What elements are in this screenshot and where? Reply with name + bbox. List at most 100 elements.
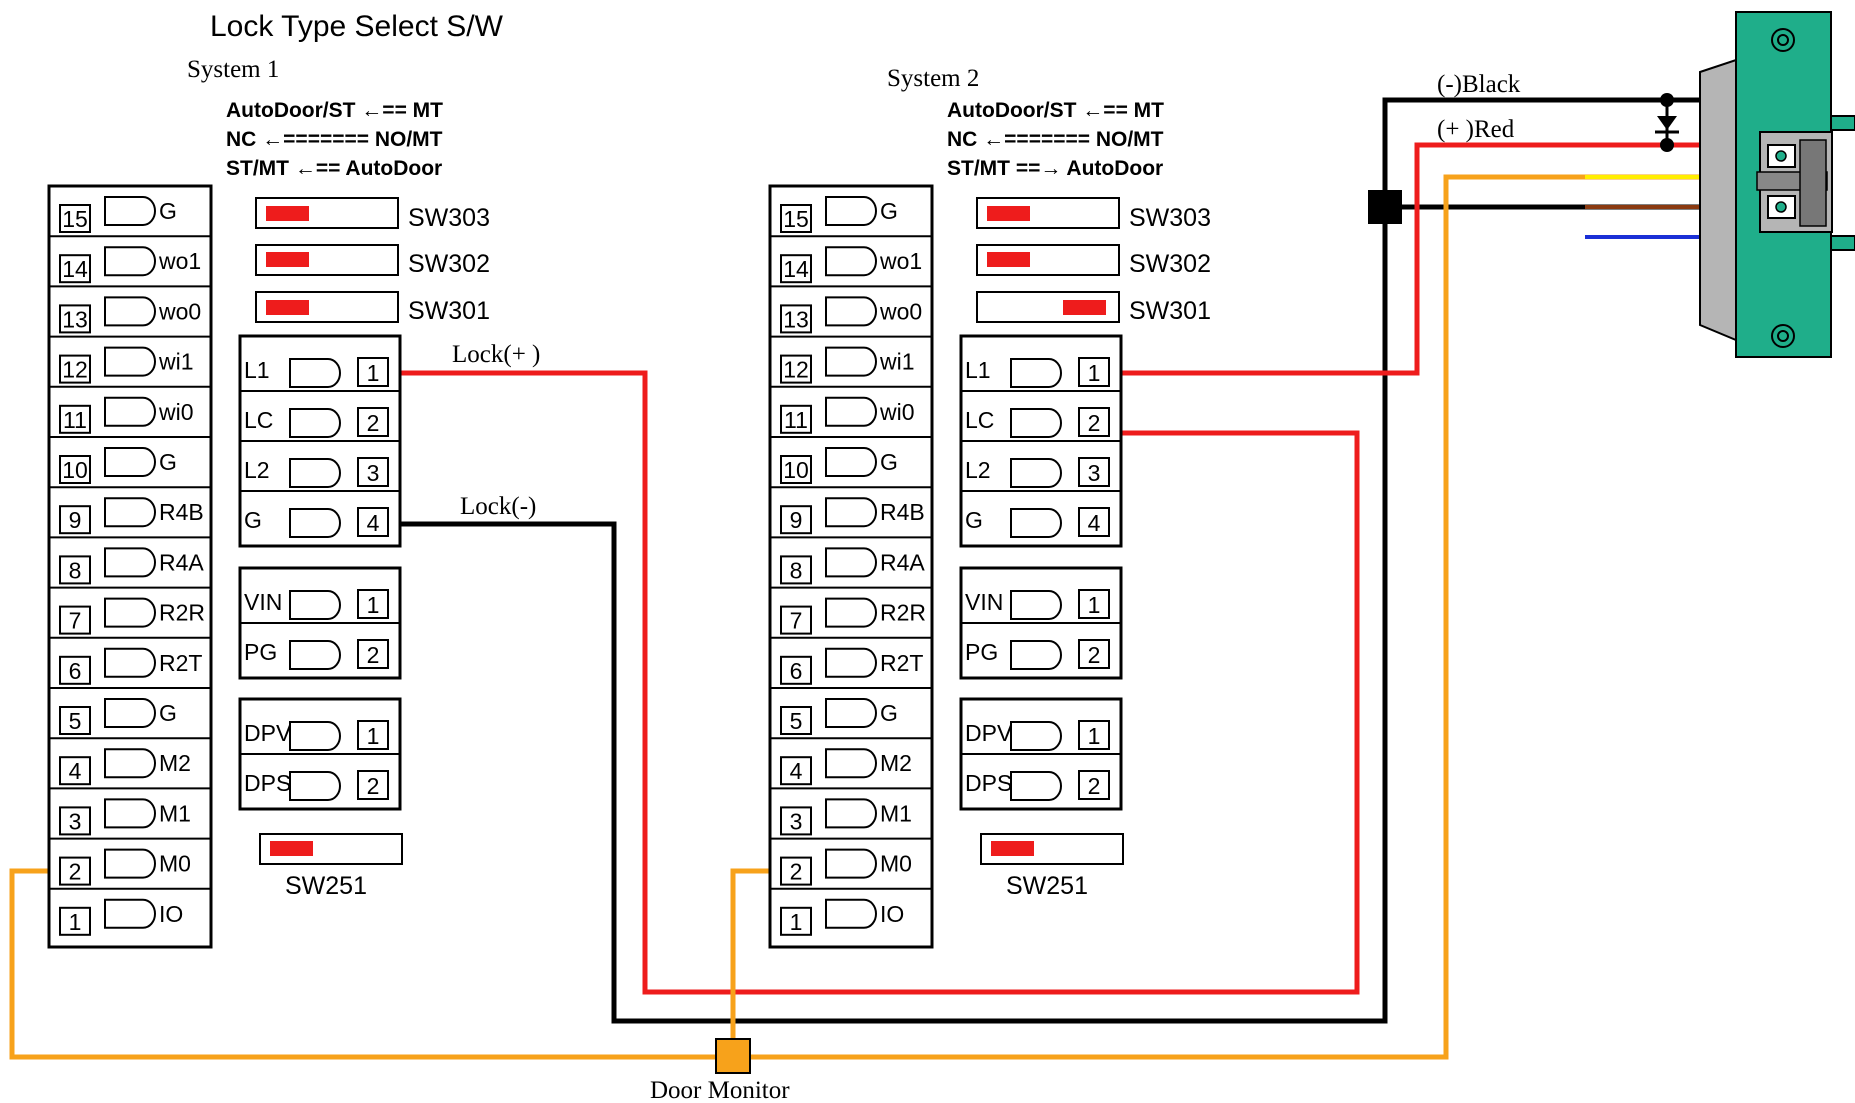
socket-icon [289, 771, 341, 801]
pin-label: R2T [159, 650, 202, 676]
socket-icon [104, 246, 156, 277]
pin-number-box [780, 204, 812, 233]
pin-label: wo1 [879, 248, 922, 274]
pin-label: R4B [880, 499, 925, 525]
switch-knob [266, 300, 309, 315]
pin-number: 6 [790, 658, 803, 684]
socket-icon [104, 447, 156, 477]
pin-number-box [780, 404, 812, 434]
pin-number-box [780, 605, 812, 635]
system-1-sw251: SW251 [259, 833, 403, 900]
socket-icon [1010, 358, 1062, 388]
wire-door-monitor-orange-sys2 [730, 868, 775, 1045]
pin-number: 3 [367, 460, 380, 486]
pin-number-box [59, 304, 91, 334]
socket-icon [825, 597, 877, 628]
pin-label: DPV [965, 720, 1013, 746]
socket-icon [1010, 458, 1062, 488]
switch-knob [266, 252, 309, 267]
pin-number-box [59, 455, 91, 484]
system-2-label: System 2 [887, 65, 979, 92]
pin-number-box [59, 555, 91, 585]
switch-label: SW303 [408, 204, 490, 232]
pin-number: 2 [367, 410, 380, 436]
socket-icon [825, 196, 877, 226]
pin-label: M0 [159, 851, 191, 877]
pin-number: 2 [1088, 410, 1101, 436]
pin-label: G [880, 198, 898, 224]
pin-label: R4B [159, 499, 204, 525]
pin-number: 14 [783, 256, 809, 282]
pin-label: L1 [965, 357, 991, 383]
pin-label: wi1 [879, 349, 915, 375]
pin-number: 1 [367, 723, 380, 749]
socket-icon [1010, 590, 1062, 620]
pin-label: G [159, 700, 177, 726]
pin-number: 14 [62, 256, 88, 282]
pin-number: 1 [1088, 360, 1101, 386]
socket-icon [104, 647, 156, 678]
pin-label: IO [159, 901, 183, 927]
pin-label: G [880, 700, 898, 726]
socket-icon [825, 898, 877, 929]
switch-label: SW302 [408, 250, 490, 278]
pin-number-box [357, 457, 389, 487]
pin-number-box [1078, 770, 1110, 800]
pin-number: 10 [62, 457, 88, 483]
socket-icon [825, 447, 877, 477]
wire-lock-minus-black [388, 97, 1700, 1024]
socket-icon [1010, 408, 1062, 438]
socket-icon [825, 346, 877, 377]
switch-label: SW303 [1129, 204, 1211, 232]
pin-label: wi1 [158, 349, 194, 375]
pin-number-box [780, 455, 812, 484]
pin-number: 3 [1088, 460, 1101, 486]
screw-icon [1777, 34, 1789, 46]
pin-number: 11 [63, 407, 87, 433]
wire-red-to-lock [1118, 142, 1700, 376]
pin-label: wo1 [158, 248, 201, 274]
pin-label: R2T [880, 650, 923, 676]
pin-label: R4A [159, 549, 204, 575]
pin-number: 7 [790, 608, 803, 634]
socket-icon [825, 748, 877, 779]
pin-number-box [780, 354, 812, 384]
mode-line: NC ←======= NO/MT [947, 128, 1164, 151]
system-2-mode-legend: AutoDoor/ST ←== MT NC ←======= NO/MT ST/… [947, 99, 1164, 180]
pin-number-box [1078, 639, 1110, 669]
pin-number: 15 [62, 206, 88, 232]
pin-label: PG [244, 639, 277, 665]
pin-label: VIN [244, 589, 282, 615]
socket-icon [825, 647, 877, 678]
socket-icon [825, 497, 877, 528]
pin-number: 1 [1088, 592, 1101, 618]
pin-number: 8 [790, 557, 803, 583]
pin-number: 4 [69, 758, 82, 784]
pin-label: PG [965, 639, 998, 665]
pin-number: 5 [790, 708, 803, 734]
system-1-label: System 1 [187, 56, 279, 83]
pin-number: 2 [367, 642, 380, 668]
pin-label: M1 [159, 800, 191, 826]
black-junction [1368, 190, 1402, 224]
label-lock-minus: Lock(-) [460, 493, 536, 520]
pin-number: 1 [367, 360, 380, 386]
pin-label: DPS [244, 770, 291, 796]
pin-label: L1 [244, 357, 270, 383]
pin-number-box [1078, 407, 1110, 437]
socket-icon [289, 408, 341, 438]
pin-label: LC [244, 407, 273, 433]
socket-icon [104, 898, 156, 929]
pin-number-box [59, 204, 91, 233]
pin-number: 2 [69, 859, 82, 885]
mode-line: NC ←======= NO/MT [226, 128, 443, 151]
diode-triangle [1657, 116, 1677, 130]
pin-number: 8 [69, 557, 82, 583]
pin-label: wo0 [879, 298, 922, 324]
pin-label: wi0 [879, 399, 915, 425]
